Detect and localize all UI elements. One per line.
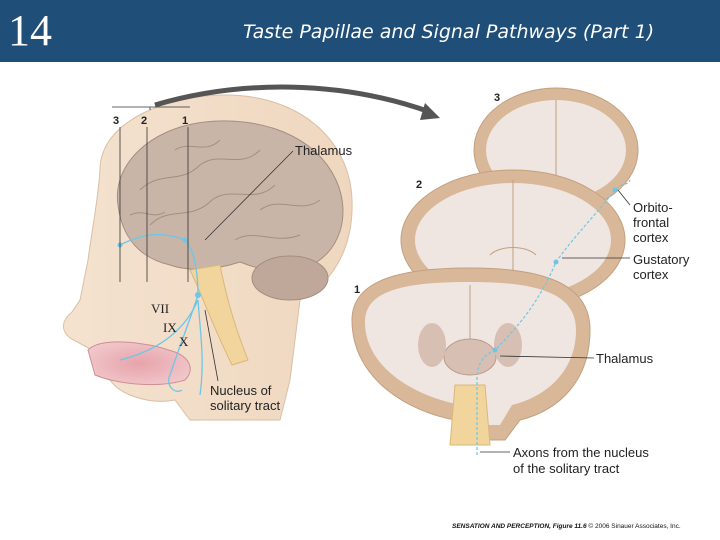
right-thalamus-label: Thalamus xyxy=(596,351,654,366)
slice-number-2: 2 xyxy=(416,179,422,191)
coronal-slice-1 xyxy=(351,267,591,446)
chapter-number: 14 xyxy=(8,6,52,55)
nerve-vii-label: VII xyxy=(151,301,169,316)
tongue xyxy=(87,341,191,386)
nucleus-label-line2: solitary tract xyxy=(210,398,280,413)
brainstem xyxy=(189,264,249,366)
cortical-dots xyxy=(492,187,618,353)
nerve-x-label: X xyxy=(179,334,189,349)
section-number-1: 1 xyxy=(182,115,188,127)
credit-title: SENSATION AND PERCEPTION, Figure 11.6 xyxy=(452,523,587,530)
cerebellum xyxy=(251,255,329,301)
gustatory-label-line1: Gustatory xyxy=(633,252,690,267)
brain-left-view xyxy=(116,120,344,272)
section-number-3: 3 xyxy=(113,115,119,127)
nucleus-label-line1: Nucleus of xyxy=(210,383,272,398)
nucleus-leader xyxy=(204,309,219,382)
section-number-2: 2 xyxy=(141,115,147,127)
figure-credit: SENSATION AND PERCEPTION, Figure 11.6 © … xyxy=(452,523,681,530)
nerve-ix-label: IX xyxy=(163,320,177,335)
taste-pathway-figure: 3 2 1 Thalamus VII IX X Nucleus of solit… xyxy=(63,84,690,476)
axons-label-line1: Axons from the nucleus xyxy=(513,445,649,460)
brain-gyri xyxy=(129,139,321,241)
arrow-head xyxy=(420,103,440,120)
slice-number-1: 1 xyxy=(354,284,360,296)
orbitofrontal-label-line1: Orbito- xyxy=(633,200,673,215)
title-bar: 14 Taste Papillae and Signal Pathways (P… xyxy=(0,0,720,62)
thalamus-leader xyxy=(204,150,294,241)
axons-label-line2: of the solitary tract xyxy=(513,461,620,476)
left-thalamus-label: Thalamus xyxy=(295,143,353,158)
right-leader-lines xyxy=(480,189,631,453)
credit-rest: © 2006 Sinauer Associates, Inc. xyxy=(588,523,681,530)
direction-arrow xyxy=(154,84,431,115)
slice-number-3: 3 xyxy=(494,92,500,104)
slide-title: Taste Papillae and Signal Pathways (Part… xyxy=(243,21,655,43)
orbitofrontal-label-line2: frontal xyxy=(633,215,669,230)
orbitofrontal-label-line3: cortex xyxy=(633,230,669,245)
gustatory-label-line2: cortex xyxy=(633,267,669,282)
